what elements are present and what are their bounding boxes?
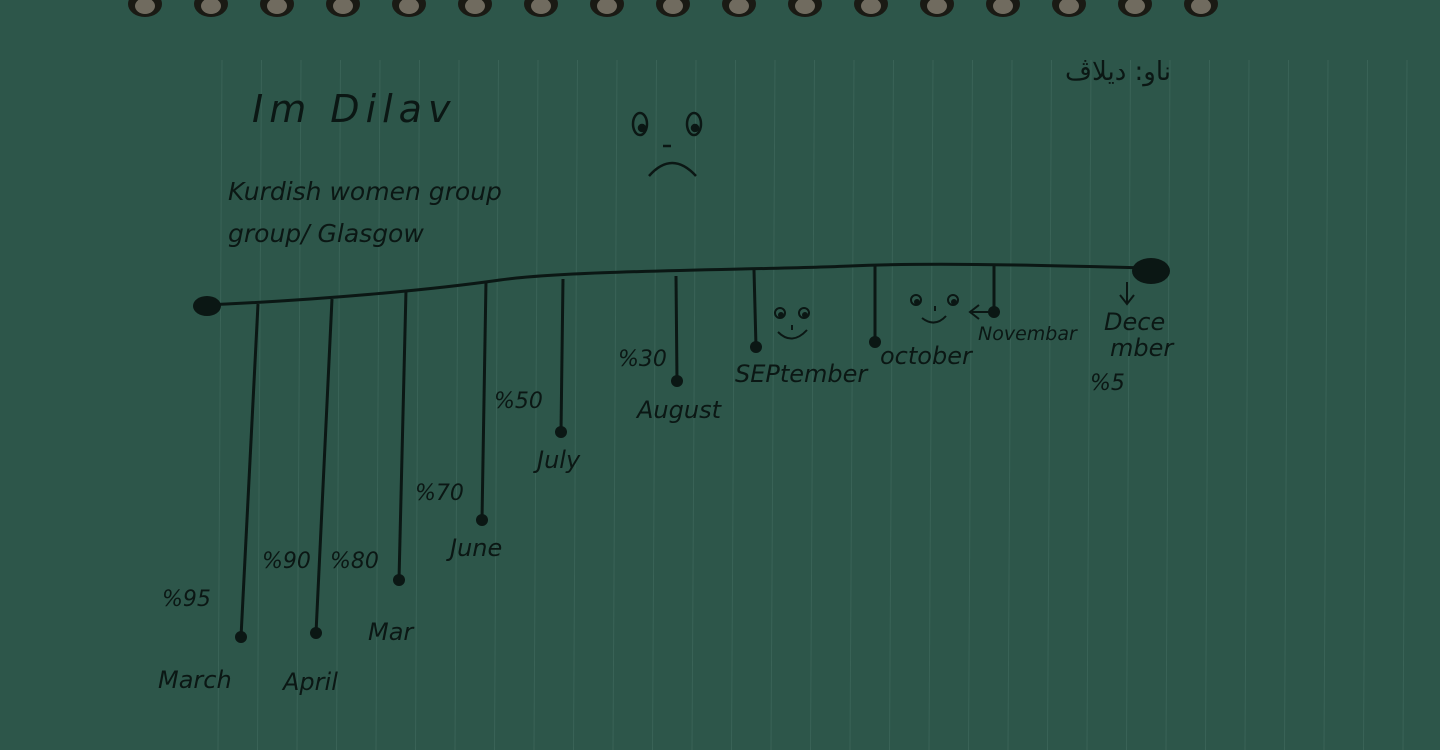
month-stem: [752, 269, 758, 348]
month-stem: [480, 280, 488, 521]
month-stem: [314, 298, 334, 634]
november-arrow-icon: [968, 304, 994, 320]
month-label: mber: [1110, 334, 1175, 362]
month-label: March: [158, 666, 232, 694]
timeline-axis: [204, 262, 1151, 307]
month-label: SEPtember: [735, 360, 869, 388]
month-stem-dot: [671, 375, 683, 387]
month-label: Dece: [1104, 308, 1165, 336]
notebook-rules: [217, 59, 1408, 750]
month-percent: %50: [494, 389, 543, 414]
month-stem: [674, 275, 679, 382]
timeline-end-dot: [1132, 258, 1170, 284]
month-percent: %70: [415, 481, 464, 506]
month-label: August: [635, 396, 723, 424]
month-stem-dot: [869, 336, 881, 348]
month-percent: %30: [618, 347, 667, 372]
month-label: Novembar: [978, 323, 1078, 345]
month-percent: %5: [1090, 371, 1125, 396]
sad-face-icon: [631, 111, 703, 177]
timeline-start-dot: [193, 296, 221, 316]
month-stem-dot: [310, 627, 322, 639]
month-percent: %80: [330, 549, 379, 574]
month-stem-dot: [476, 514, 488, 526]
month-stem: [559, 278, 565, 433]
smile-face-icon: [910, 294, 959, 324]
smile-face-icon: [774, 307, 810, 340]
month-label: Mar: [368, 618, 415, 646]
month-stem-dot: [555, 426, 567, 438]
author-name-kurdish: ناو: دیلاڤ: [1065, 57, 1171, 87]
month-stem: [397, 289, 408, 581]
group-line-2: group/ Glasgow: [228, 219, 424, 248]
month-percent: %90: [262, 549, 311, 574]
month-label: June: [446, 534, 502, 562]
month-stem-dot: [393, 574, 405, 586]
month-percent: %95: [162, 587, 211, 612]
month-label: october: [880, 342, 974, 370]
month-stem-dot: [235, 631, 247, 643]
month-label: July: [533, 446, 581, 474]
group-line-1: Kurdish women group: [228, 177, 502, 206]
month-label: April: [281, 668, 338, 696]
month-stem: [239, 303, 260, 638]
spiral-binding: [128, 0, 1218, 17]
month-stem-dot: [750, 341, 762, 353]
december-arrow-icon: [1119, 282, 1135, 306]
author-name: Im Dilav: [252, 87, 456, 131]
